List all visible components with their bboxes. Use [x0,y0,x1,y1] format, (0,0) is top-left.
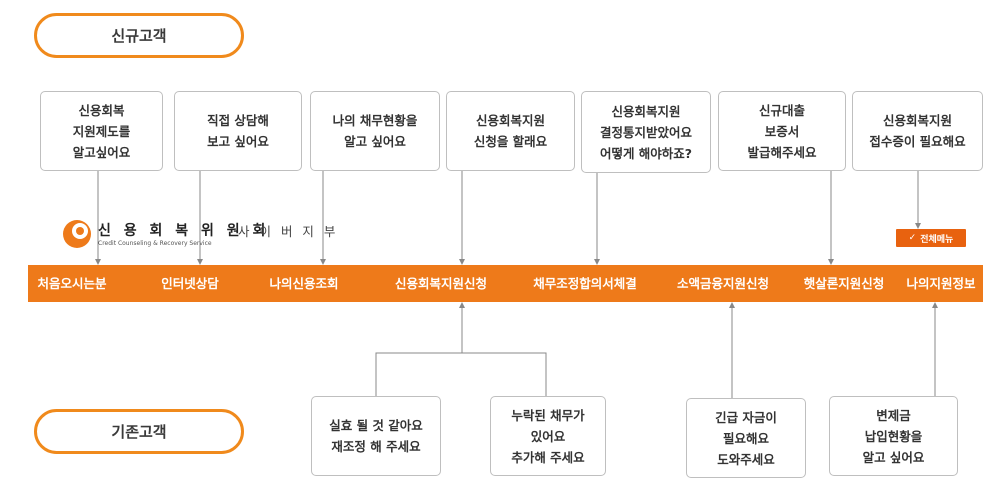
nav-item-agreement[interactable]: 채무조정합의서체결 [533,276,637,291]
nav-item-recovery-apply[interactable]: 신용회복지원신청 [394,276,488,291]
existing-customer-label: 기존고객 [111,423,167,441]
nav-item-credit-check[interactable]: 나의신용조회 [269,276,339,291]
question-text: 나의 채무현황을 알고 싶어요 [332,113,418,149]
logo-english: Credit Counseling & Recovery Service [98,240,212,247]
question-text: 신용회복지원 신청을 할래요 [473,113,548,149]
question-box-apply-recovery[interactable]: 신용회복지원 신청을 할래요 [446,91,575,171]
question-text: 긴급 자금이 필요해요 도와주세요 [715,409,777,467]
question-text: 신용회복지원 접수증이 필요해요 [869,113,966,149]
question-box-decision-notice[interactable]: 신용회복지원 결정통지받았어요 어떻게 해야하죠? [581,91,711,173]
question-box-emergency-fund[interactable]: 긴급 자금이 필요해요 도와주세요 [686,398,806,478]
question-text: 신용회복 지원제도를 알고싶어요 [72,102,131,160]
logo-subtitle: 사 이 버 지 부 [238,224,339,239]
new-customer-pill: 신규고객 [34,13,244,58]
question-box-payment-status[interactable]: 변제금 납입현황을 알고 싶어요 [829,396,958,476]
main-navbar: 처음오시는분 인터넷상담 나의신용조회 신용회복지원신청 채무조정합의서체결 소… [28,265,983,302]
logo-mark-icon [63,220,91,248]
nav-item-online-consult[interactable]: 인터넷상담 [161,276,219,291]
question-box-readjust[interactable]: 실효 될 것 같아요 재조정 해 주세요 [311,396,441,476]
question-box-consultation[interactable]: 직접 상담해 보고 싶어요 [174,91,302,171]
question-box-recovery-system[interactable]: 신용회복 지원제도를 알고싶어요 [40,91,163,171]
question-text: 신규대출 보증서 발급해주세요 [747,102,817,160]
nav-item-sunshine-loan[interactable]: 햇살론지원신청 [803,276,885,291]
question-text: 변제금 납입현황을 알고 싶어요 [862,407,925,465]
all-menu-button[interactable]: ✓ 전체메뉴 [896,229,966,247]
nav-item-first-visit[interactable]: 처음오시는분 [37,276,107,291]
new-customer-label: 신규고객 [111,27,167,45]
existing-customer-pill: 기존고객 [34,409,244,454]
question-text: 누락된 채무가 있어요 추가해 주세요 [511,407,585,465]
logo[interactable]: 신 용 회 복 위 원 회 사 이 버 지 부 Credit Counselin… [62,217,335,253]
question-box-debt-status[interactable]: 나의 채무현황을 알고 싶어요 [310,91,440,171]
logo-name: 신 용 회 복 위 원 회 [98,223,270,239]
connector-bottom-merge [375,352,547,396]
chevron-down-icon: ✓ [908,233,917,243]
question-box-receipt[interactable]: 신용회복지원 접수증이 필요해요 [852,91,983,171]
question-box-missing-debt[interactable]: 누락된 채무가 있어요 추가해 주세요 [490,396,606,476]
all-menu-label: 전체메뉴 [920,234,954,245]
question-box-loan-guarantee[interactable]: 신규대출 보증서 발급해주세요 [718,91,846,171]
question-text: 실효 될 것 같아요 재조정 해 주세요 [329,418,423,454]
nav-item-microfinance[interactable]: 소액금융지원신청 [676,276,770,291]
question-text: 신용회복지원 결정통지받았어요 어떻게 해야하죠? [599,103,693,161]
nav-item-my-support[interactable]: 나의지원정보 [906,276,976,291]
question-text: 직접 상담해 보고 싶어요 [207,113,269,149]
